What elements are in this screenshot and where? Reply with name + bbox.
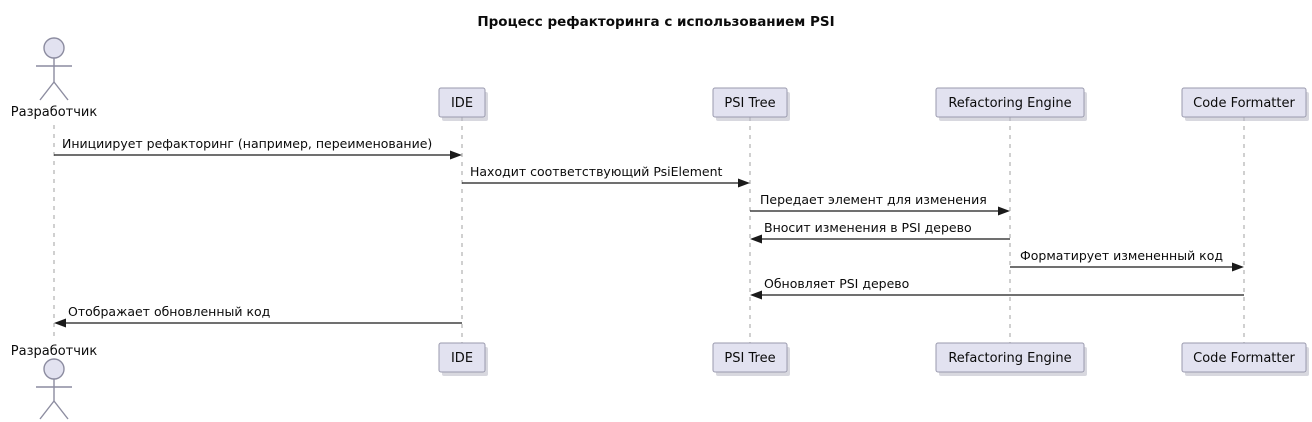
participant-label-ide: IDE: [451, 351, 473, 366]
box-background: [712, 87, 788, 118]
participant-label-code-formatter: Code Formatter: [1193, 96, 1295, 111]
actor-developer-bottom[interactable]: Разработчик: [11, 344, 98, 420]
message-arrow-head: [750, 234, 762, 244]
message-label-7: Отображает обновленный код: [68, 304, 270, 319]
actor-head-icon: [43, 358, 65, 380]
box-background: [935, 87, 1085, 118]
box-background: [712, 342, 788, 373]
actor-leg-right-icon: [53, 400, 69, 420]
box-background: [438, 87, 486, 118]
message-6[interactable]: Обновляет PSI дерево: [750, 276, 1244, 300]
box-background: [1181, 87, 1307, 118]
participant-ide-top[interactable]: IDE: [438, 87, 488, 121]
participant-psi-tree-bottom[interactable]: PSI Tree: [712, 342, 790, 376]
message-label-4: Вносит изменения в PSI дерево: [764, 220, 972, 235]
message-7[interactable]: Отображает обновленный код: [54, 304, 462, 328]
message-label-3: Передает элемент для изменения: [760, 192, 987, 207]
participant-label-psi-tree: PSI Tree: [724, 96, 775, 111]
actor-label-developer-top: Разработчик: [11, 105, 98, 120]
box-background: [438, 342, 486, 373]
actor-leg-right-icon: [53, 81, 69, 101]
actor-leg-left-icon: [39, 81, 55, 101]
participant-code-formatter-bottom[interactable]: Code Formatter: [1181, 342, 1309, 376]
message-arrow-head: [750, 290, 762, 300]
page-title: Процесс рефакторинга с использованием PS…: [477, 14, 834, 30]
participant-label-psi-tree: PSI Tree: [724, 351, 775, 366]
lifelines-group: [53, 117, 1245, 343]
message-2[interactable]: Находит соответствующий PsiElement: [462, 164, 750, 188]
actor-leg-left-icon: [39, 400, 55, 420]
participant-label-refactoring-engine: Refactoring Engine: [948, 96, 1071, 111]
participant-label-refactoring-engine: Refactoring Engine: [948, 351, 1071, 366]
participant-refactoring-engine-bottom[interactable]: Refactoring Engine: [935, 342, 1087, 376]
actor-head-icon: [43, 37, 65, 59]
participant-label-code-formatter: Code Formatter: [1193, 351, 1295, 366]
message-3[interactable]: Передает элемент для изменения: [750, 192, 1010, 216]
message-arrow-head: [998, 206, 1010, 216]
participant-code-formatter-top[interactable]: Code Formatter: [1181, 87, 1309, 121]
message-label-1: Инициирует рефакторинг (например, переим…: [62, 136, 432, 151]
message-arrow-head: [450, 150, 462, 160]
message-label-2: Находит соответствующий PsiElement: [470, 164, 723, 179]
message-arrow-head: [54, 318, 66, 328]
message-4[interactable]: Вносит изменения в PSI дерево: [750, 220, 1010, 244]
message-arrow-head: [738, 178, 750, 188]
message-label-6: Обновляет PSI дерево: [764, 276, 909, 291]
participant-psi-tree-top[interactable]: PSI Tree: [712, 87, 790, 121]
message-5[interactable]: Форматирует измененный код: [1010, 248, 1244, 272]
participant-ide-bottom[interactable]: IDE: [438, 342, 488, 376]
message-1[interactable]: Инициирует рефакторинг (например, переим…: [54, 136, 462, 160]
participant-refactoring-engine-top[interactable]: Refactoring Engine: [935, 87, 1087, 121]
actor-label-developer-bottom: Разработчик: [11, 344, 98, 359]
message-label-5: Форматирует измененный код: [1020, 248, 1223, 263]
box-background: [935, 342, 1085, 373]
box-background: [1181, 342, 1307, 373]
participant-label-ide: IDE: [451, 96, 473, 111]
message-arrow-head: [1232, 262, 1244, 272]
actor-developer-top[interactable]: Разработчик: [11, 37, 98, 120]
